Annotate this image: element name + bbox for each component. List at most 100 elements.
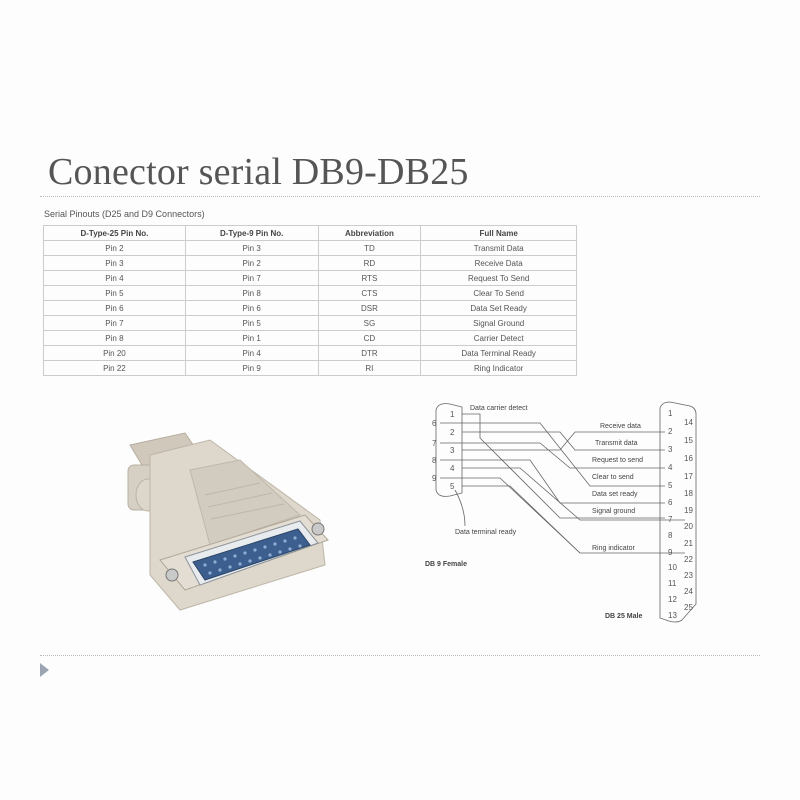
cell: Pin 7 <box>184 270 319 286</box>
svg-text:9: 9 <box>432 474 437 483</box>
cell: RTS <box>317 270 422 286</box>
svg-text:14: 14 <box>684 418 693 427</box>
cell: TD <box>317 240 422 256</box>
cell: CTS <box>317 285 422 301</box>
cell: CD <box>317 330 422 346</box>
svg-text:12: 12 <box>668 595 677 604</box>
svg-text:13: 13 <box>668 611 677 620</box>
svg-text:6: 6 <box>668 498 673 507</box>
cell: DSR <box>317 300 422 316</box>
label-data-set-ready: Data set ready <box>592 491 638 498</box>
cell: Pin 4 <box>184 345 319 361</box>
svg-text:8: 8 <box>668 531 673 540</box>
svg-text:18: 18 <box>684 489 693 498</box>
cell: Pin 1 <box>184 330 319 346</box>
db25-male-label: DB 25 Male <box>605 613 642 620</box>
label-signal-ground: Signal ground <box>592 508 635 515</box>
header-full-name: Full Name <box>420 225 577 241</box>
next-slide-arrow-icon[interactable] <box>40 663 49 677</box>
title-divider <box>40 196 760 197</box>
table-header-row: D-Type-25 Pin No. D-Type-9 Pin No. Abbre… <box>43 225 577 241</box>
header-abbreviation: Abbreviation <box>317 225 422 241</box>
svg-text:5: 5 <box>668 481 673 490</box>
footer-divider <box>40 655 760 656</box>
label-clear-to-send: Clear to send <box>592 474 634 481</box>
svg-text:3: 3 <box>450 446 455 455</box>
svg-text:9: 9 <box>668 548 673 557</box>
header-db9: D-Type-9 Pin No. <box>184 225 319 241</box>
svg-text:11: 11 <box>668 579 677 588</box>
svg-text:2: 2 <box>668 427 673 436</box>
svg-text:7: 7 <box>432 439 437 448</box>
cell: Signal Ground <box>420 315 577 331</box>
cell: Transmit Data <box>420 240 577 256</box>
cell: Pin 3 <box>184 240 319 256</box>
cell: Clear To Send <box>420 285 577 301</box>
svg-text:1: 1 <box>450 410 455 419</box>
label-request-to-send: Request to send <box>592 457 643 464</box>
cell: Pin 22 <box>43 360 186 376</box>
slide-title: Conector serial DB9-DB25 <box>48 151 469 193</box>
cell: Pin 9 <box>184 360 319 376</box>
svg-text:22: 22 <box>684 555 693 564</box>
db25-pin-numbers: 1 2 3 4 5 6 7 8 9 10 11 12 13 14 15 16 1… <box>668 409 693 620</box>
label-receive-data: Receive data <box>600 423 641 430</box>
svg-text:3: 3 <box>668 445 673 454</box>
svg-text:24: 24 <box>684 587 693 596</box>
label-transmit-data: Transmit data <box>595 440 638 447</box>
cell: Pin 5 <box>43 285 186 301</box>
cell: Carrier Detect <box>420 330 577 346</box>
db9-pin-numbers: 1 2 3 4 5 6 7 8 9 <box>432 410 455 491</box>
cell: RI <box>317 360 422 376</box>
cell: SG <box>317 315 422 331</box>
svg-text:4: 4 <box>668 463 673 472</box>
svg-text:2: 2 <box>450 428 455 437</box>
cell: Pin 2 <box>43 240 186 256</box>
wiring-diagram: Data carrier detect Receive data Transmi… <box>425 401 697 623</box>
svg-text:20: 20 <box>684 522 693 531</box>
label-data-carrier-detect: Data carrier detect <box>470 405 528 412</box>
svg-text:16: 16 <box>684 454 693 463</box>
label-data-terminal-ready: Data terminal ready <box>455 529 517 536</box>
cell: DTR <box>317 345 422 361</box>
cell: Pin 8 <box>43 330 186 346</box>
cell: Pin 6 <box>43 300 186 316</box>
svg-text:5: 5 <box>450 482 455 491</box>
cell: Pin 4 <box>43 270 186 286</box>
cell: Pin 7 <box>43 315 186 331</box>
cell: Pin 6 <box>184 300 319 316</box>
cell: Pin 20 <box>43 345 186 361</box>
cell: Pin 5 <box>184 315 319 331</box>
cell: Receive Data <box>420 255 577 271</box>
cell: Pin 2 <box>184 255 319 271</box>
db25-connector-outline <box>659 401 697 623</box>
header-db25: D-Type-25 Pin No. <box>43 225 186 241</box>
svg-text:7: 7 <box>668 515 673 524</box>
cell: Data Terminal Ready <box>420 345 577 361</box>
svg-text:25: 25 <box>684 603 693 612</box>
adapter-photo <box>127 432 329 611</box>
label-ring-indicator: Ring indicator <box>592 545 635 552</box>
svg-text:4: 4 <box>450 464 455 473</box>
db9-female-label: DB 9 Female <box>425 561 467 568</box>
cell: Request To Send <box>420 270 577 286</box>
svg-text:19: 19 <box>684 506 693 515</box>
svg-text:21: 21 <box>684 539 693 548</box>
svg-text:8: 8 <box>432 456 437 465</box>
cell: Pin 8 <box>184 285 319 301</box>
svg-text:6: 6 <box>432 419 437 428</box>
db9-connector-outline <box>435 403 463 497</box>
cell: Ring Indicator <box>420 360 577 376</box>
cell: RD <box>317 255 422 271</box>
svg-text:1: 1 <box>668 409 673 418</box>
table-caption: Serial Pinouts (D25 and D9 Connectors) <box>44 209 205 219</box>
svg-text:10: 10 <box>668 563 677 572</box>
